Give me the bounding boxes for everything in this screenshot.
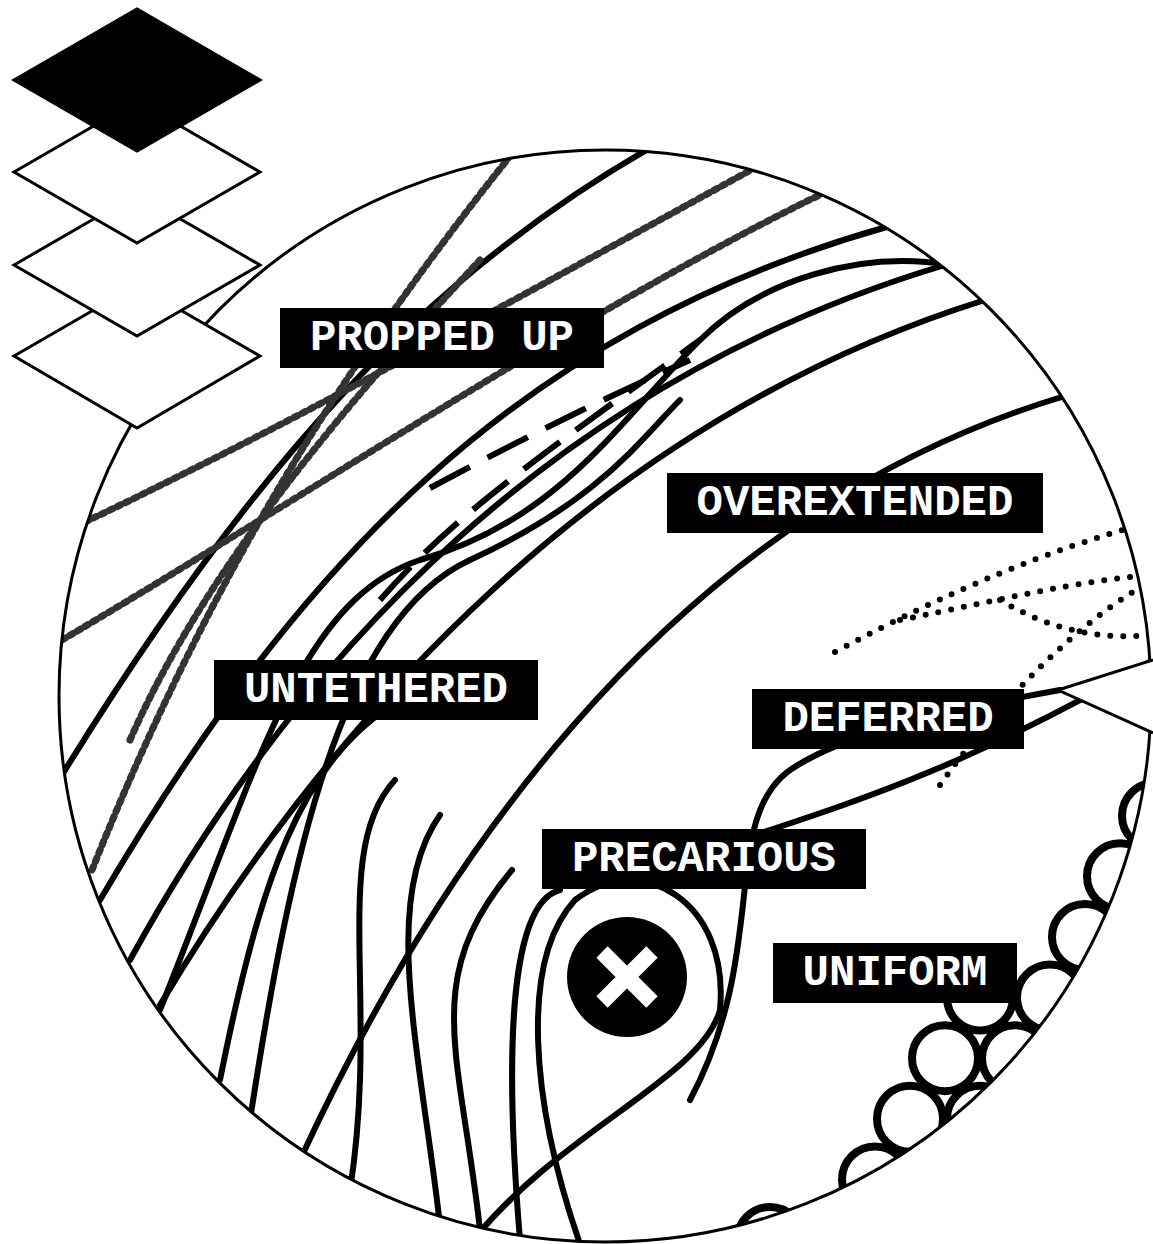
label-text: PROPPED UP	[310, 314, 574, 362]
label-box: PROPPED UP	[280, 308, 604, 368]
cell	[1122, 1146, 1153, 1212]
solid-strands	[62, 148, 1153, 1244]
cell-ground	[700, 740, 1153, 1244]
x-symbol	[567, 917, 687, 1037]
outline-circle	[59, 150, 1151, 1242]
cell	[1087, 1207, 1153, 1244]
cell	[877, 1207, 943, 1244]
cell-cluster	[737, 540, 1153, 1244]
label-box: UNTETHERED	[214, 660, 538, 720]
notch-edge	[1058, 660, 1153, 733]
cell	[947, 1207, 1013, 1244]
cell	[1052, 904, 1118, 970]
label-text: OVEREXTENDED	[697, 479, 1014, 527]
cell	[737, 1207, 803, 1244]
cell	[1122, 1025, 1153, 1091]
cell	[947, 1086, 1013, 1152]
broken-strands	[380, 340, 700, 600]
label-text: UNTETHERED	[244, 666, 508, 714]
cell	[912, 1146, 978, 1212]
cell	[1087, 1086, 1153, 1152]
cell	[807, 1207, 873, 1244]
layer-stack	[14, 9, 260, 428]
cell	[912, 1025, 978, 1091]
cell	[1087, 965, 1153, 1031]
label-box: DEFERRED	[752, 689, 1023, 749]
label-text: PRECARIOUS	[572, 835, 836, 883]
cell	[982, 1146, 1048, 1212]
cell	[1052, 1146, 1118, 1212]
label-box: PRECARIOUS	[542, 829, 866, 889]
label-box: UNIFORM	[773, 943, 1018, 1003]
strands	[62, 148, 1153, 1244]
cell	[1017, 1207, 1083, 1244]
cell	[877, 1086, 943, 1152]
label-text: DEFERRED	[782, 695, 993, 743]
cell	[1052, 1025, 1118, 1091]
cell	[1017, 1086, 1083, 1152]
label-text: UNIFORM	[803, 949, 988, 997]
cell	[1122, 904, 1153, 970]
label-box: OVEREXTENDED	[667, 473, 1044, 533]
notch	[1058, 660, 1153, 733]
